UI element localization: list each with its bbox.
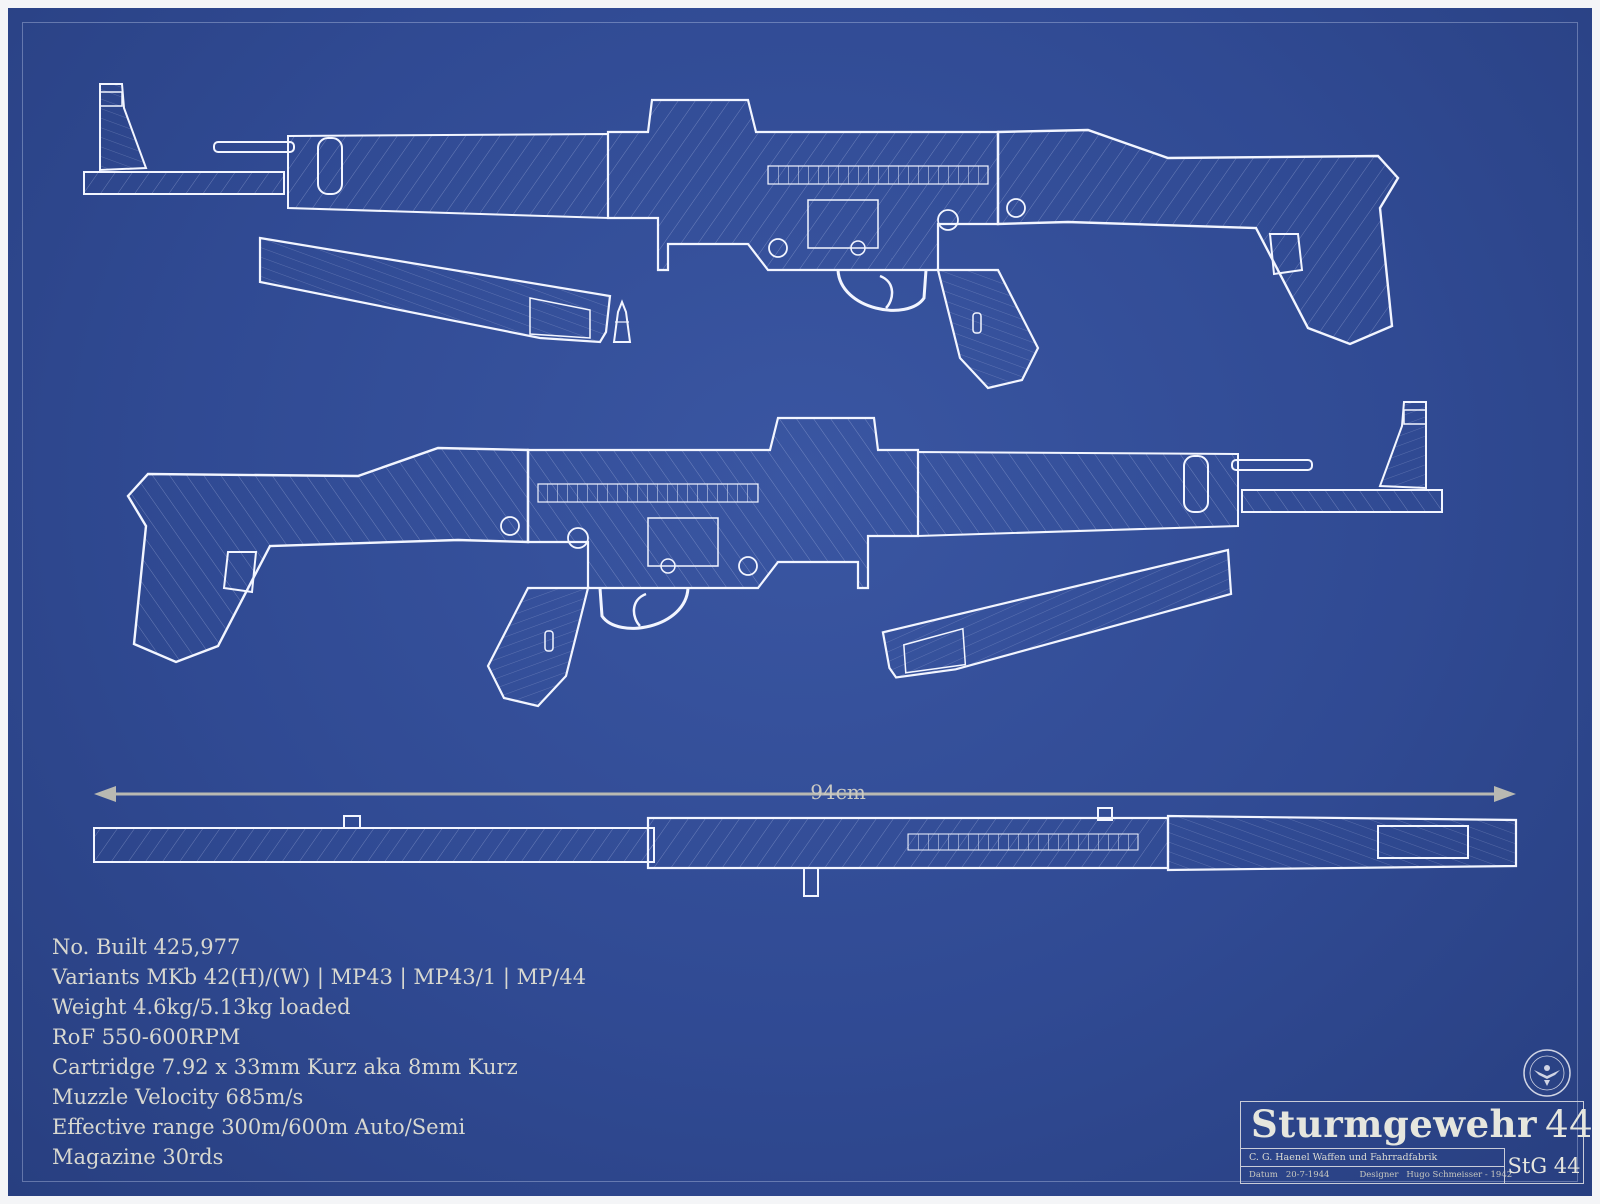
spec-list: No. Built 425,977 Variants MKb 42(H)/(W)…	[52, 932, 586, 1172]
date-label: Datum	[1249, 1170, 1278, 1180]
spec-variants: Variants MKb 42(H)/(W) | MP43 | MP43/1 |…	[52, 965, 587, 989]
rifle-side-view-left	[82, 82, 1400, 390]
weapon-name: Sturmgewehr	[1251, 1102, 1538, 1146]
rifle-side-view-right	[126, 400, 1444, 708]
cartridge-drawing	[612, 299, 632, 343]
spec-magazine: Magazine 30rds	[52, 1145, 224, 1169]
dimension-line-94cm	[94, 786, 1516, 802]
rifle-top-view	[93, 807, 1518, 897]
spec-weight: Weight 4.6kg/5.13kg loaded	[52, 995, 351, 1019]
designer-value: Hugo Schmeisser - 1942	[1406, 1170, 1513, 1180]
dimension-label: 94cm	[810, 780, 866, 804]
weapon-code: StG 44	[1504, 1148, 1583, 1183]
manufacturer-name: C. G. Haenel Waffen und Fahrradfabrik	[1249, 1152, 1438, 1163]
blueprint-drawing	[82, 82, 1518, 897]
title-block-divider	[1241, 1148, 1505, 1149]
eagle-seal-icon	[1523, 1049, 1571, 1097]
spec-no-built: No. Built 425,977	[52, 935, 241, 959]
spec-effective-range: Effective range 300m/600m Auto/Semi	[52, 1115, 466, 1139]
spec-cartridge: Cartridge 7.92 x 33mm Kurz aka 8mm Kurz	[52, 1055, 518, 1079]
title-block-divider	[1241, 1166, 1505, 1167]
blueprint-sheet: 94cm No. Built 425,977 Variants MKb 42(H…	[8, 8, 1593, 1196]
date-value: 20-7-1944	[1285, 1170, 1330, 1180]
spec-muzzle-velocity: Muzzle Velocity 685m/s	[52, 1085, 304, 1109]
title-block-meta: Datum 20-7-1944 Designer Hugo Schmeisser - …	[1249, 1170, 1520, 1180]
magazine-lower	[877, 548, 1237, 680]
sheet-border	[22, 22, 1578, 1182]
weapon-model-number: 44	[1545, 1103, 1594, 1146]
spec-rate-of-fire: RoF 550-600RPM	[52, 1025, 241, 1049]
designer-label: Designer	[1359, 1170, 1399, 1180]
magazine-upper	[258, 236, 612, 344]
